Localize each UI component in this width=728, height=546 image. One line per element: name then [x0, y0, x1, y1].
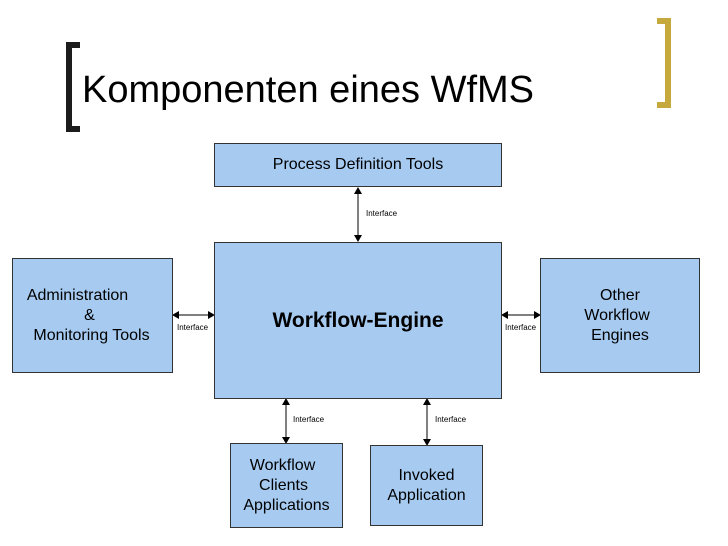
invoked-line-2: Application	[387, 486, 466, 504]
workflow-clients-applications-box: Workflow Clients Applications	[230, 443, 343, 528]
clients-line-3: Applications	[243, 496, 330, 514]
interface-label-left: Interface	[177, 323, 209, 332]
other-line-3: Engines	[591, 326, 649, 344]
interface-label-bottom-left: Interface	[293, 415, 325, 424]
invoked-line-1: Invoked	[398, 466, 455, 484]
workflow-engine-box: Workflow-Engine	[214, 242, 502, 399]
slide-title: Komponenten eines WfMS	[82, 69, 535, 111]
other-line-1: Other	[599, 286, 640, 304]
left-bracket-decoration	[66, 42, 80, 132]
process-definition-tools-box: Process Definition Tools	[214, 143, 502, 187]
right-bracket-decoration	[657, 18, 671, 108]
other-workflow-engines-box: Other Workflow Engines	[540, 258, 700, 373]
clients-line-2: Clients	[259, 476, 308, 494]
administration-monitoring-box: Administration & Monitoring Tools	[12, 258, 173, 373]
interface-label-bottom-right: Interface	[435, 415, 467, 424]
process-definition-tools-label: Process Definition Tools	[272, 156, 444, 173]
clients-line-1: Workflow	[249, 456, 316, 474]
workflow-engine-label: Workflow-Engine	[272, 308, 444, 332]
admin-line-3: Monitoring Tools	[33, 326, 150, 344]
interface-label-right: Interface	[505, 323, 537, 332]
admin-line-1: Administration	[26, 286, 129, 304]
interface-label-top: Interface	[366, 209, 398, 218]
invoked-application-box: Invoked Application	[370, 445, 483, 526]
admin-line-2: &	[84, 306, 95, 324]
other-line-2: Workflow	[584, 306, 650, 324]
